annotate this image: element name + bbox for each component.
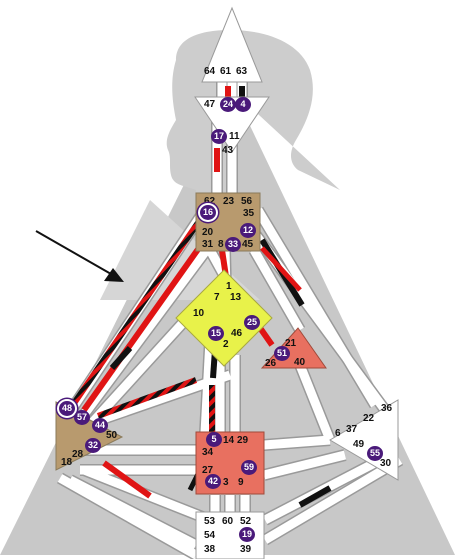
gate-55-marker: 55 (367, 446, 383, 461)
gate-36-label: 36 (381, 403, 393, 414)
gate-12-marker: 12 (240, 223, 256, 238)
gate-40-label: 40 (294, 357, 306, 368)
gate-3-label: 3 (223, 477, 229, 488)
gate-6-label: 6 (335, 428, 341, 439)
gate-15-marker: 15 (208, 326, 224, 341)
gate-57-20-design-line (81, 236, 209, 412)
ajna-center (194, 96, 270, 153)
gate-30-label: 30 (380, 458, 392, 469)
gate-49-label: 49 (353, 439, 365, 450)
gate-61-label: 61 (220, 66, 232, 77)
gate-20-label: 20 (202, 227, 214, 238)
gate-39-label: 39 (240, 544, 252, 555)
gate-38-label: 38 (204, 544, 216, 555)
gate-35-label: 35 (243, 208, 255, 219)
gate-14-label: 14 (223, 435, 235, 446)
gate-56-label: 56 (241, 196, 253, 207)
gate-1-label: 1 (226, 281, 232, 292)
gate-24-marker: 24 (220, 97, 236, 112)
gate-22-label: 22 (363, 413, 375, 424)
gate-59-marker: 59 (241, 460, 257, 475)
gate-5-marker: 5 (206, 432, 222, 447)
gate-21-label: 21 (285, 338, 297, 349)
gate-19-marker: 19 (239, 527, 255, 542)
gate-50-label: 50 (106, 430, 118, 441)
gate-16-marker: 16 (200, 205, 216, 220)
pointer-arrow (35, 230, 124, 282)
channel-16-48-line (65, 212, 207, 414)
gate-42-marker: 42 (205, 474, 221, 489)
gate-17-marker: 17 (211, 129, 227, 144)
gate-44-marker: 44 (92, 418, 108, 433)
activated-gates (65, 86, 332, 508)
gate-62-label: 62 (204, 196, 216, 207)
gate-28-label: 28 (72, 449, 84, 460)
gate-27-label: 27 (202, 465, 214, 476)
gate-4-marker: 4 (235, 97, 251, 112)
gate-33-marker: 33 (225, 237, 241, 252)
gate-60-label: 60 (222, 516, 234, 527)
gate-9-label: 9 (238, 477, 244, 488)
head-center (201, 6, 263, 83)
gate-31-label: 31 (202, 239, 214, 250)
gate-64-label: 64 (204, 66, 216, 77)
gate-57-marker: 57 (74, 410, 90, 425)
gate-54-label: 54 (204, 530, 216, 541)
channel-44-26-line (96, 377, 198, 419)
gate-52-label: 52 (240, 516, 252, 527)
gate-43-label: 43 (222, 145, 234, 156)
gate-23-label: 23 (223, 196, 235, 207)
solar-plexus-center (329, 399, 399, 481)
gate-45-label: 45 (242, 239, 254, 250)
gate-10-personality-line (109, 345, 133, 371)
gate-51-marker: 51 (274, 346, 290, 361)
gate-25-marker: 25 (244, 315, 260, 330)
gate-46-label: 46 (231, 328, 243, 339)
gate-8-label: 8 (218, 239, 224, 250)
gate-19-personality-line (298, 485, 332, 508)
gate-10-label: 10 (193, 308, 205, 319)
gate-34-label: 34 (202, 447, 214, 458)
gate-26-label: 26 (265, 358, 277, 369)
gate-45-design-line (260, 246, 302, 292)
gate-7-label: 7 (214, 292, 220, 303)
gate-2-label: 2 (223, 339, 229, 350)
gate-32-marker: 32 (85, 438, 101, 453)
gate-53-label: 53 (204, 516, 216, 527)
gate-13-label: 13 (230, 292, 242, 303)
gate-63-label: 63 (236, 66, 248, 77)
gate-28-design-line (102, 460, 152, 499)
gate-48-marker: 48 (59, 401, 75, 416)
gate-47-label: 47 (204, 99, 216, 110)
gate-11-label: 11 (229, 131, 240, 142)
centers (55, 6, 399, 559)
gate-18-label: 18 (61, 457, 73, 468)
gate-29-label: 29 (237, 435, 249, 446)
g-center (175, 269, 273, 367)
gate-37-label: 37 (346, 424, 358, 435)
